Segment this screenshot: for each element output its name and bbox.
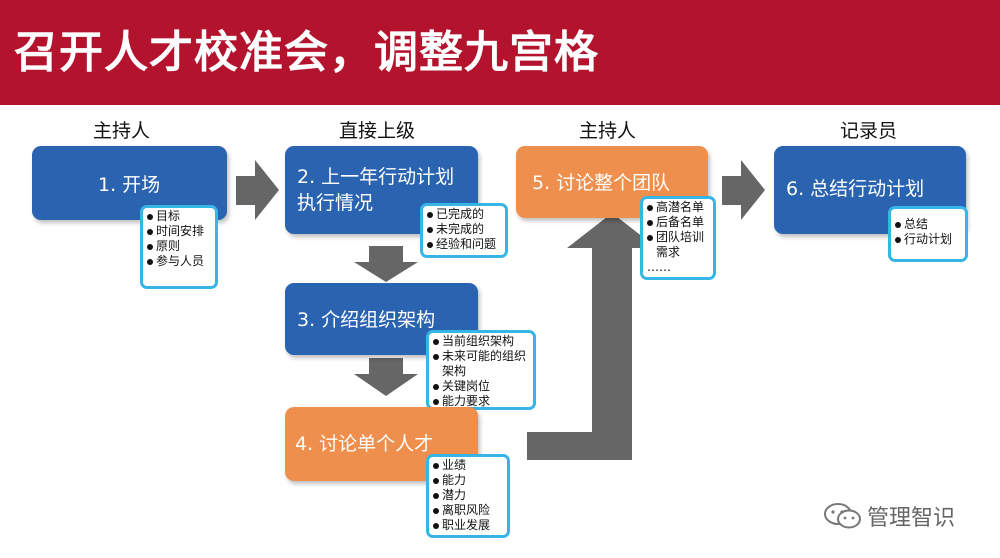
note-item: 团队培训需求: [647, 230, 709, 260]
step-2-notes: 已完成的 未完成的 经验和问题: [420, 203, 508, 258]
step-3-notes: 当前组织架构 未来可能的组织架构 关键岗位 能力要求: [426, 330, 536, 410]
note-item: 业绩: [433, 458, 503, 473]
note-item: 能力要求: [433, 394, 529, 409]
step-2-label: 2. 上一年行动计划执行情况: [297, 166, 455, 214]
note-item: 当前组织架构: [433, 334, 529, 349]
note-item: 未来可能的组织架构: [433, 349, 529, 379]
step-3-label: 3. 介绍组织架构: [297, 309, 436, 331]
arrow-5-to-6: [722, 160, 765, 220]
role-recorder: 记录员: [840, 120, 898, 142]
arrow-1-to-2: [236, 160, 279, 220]
note-item: 能力: [433, 473, 503, 488]
note-item: 已完成的: [427, 207, 501, 222]
watermark-text: 管理智识: [867, 506, 956, 531]
role-host-1: 主持人: [93, 120, 151, 142]
step-4-notes: 业绩 能力 潜力 离职风险 职业发展: [426, 454, 510, 538]
role-direct-superior: 直接上级: [339, 120, 416, 142]
note-item: 参与人员: [147, 254, 211, 269]
note-item: 离职风险: [433, 503, 503, 518]
arrow-2-to-3: [354, 246, 418, 282]
note-item: 关键岗位: [433, 379, 529, 394]
step-6-notes: 总结 行动计划: [888, 206, 968, 262]
wechat-icon: [824, 503, 861, 529]
step-5-label: 5. 讨论整个团队: [532, 172, 671, 194]
note-item: 高潜名单: [647, 200, 709, 215]
step-5-notes: 高潜名单 后备名单 团队培训需求 ……: [640, 196, 716, 280]
step-6-label: 6. 总结行动计划: [786, 178, 925, 200]
note-item: 目标: [147, 209, 211, 224]
note-item: 总结: [895, 217, 961, 232]
note-item: 潜力: [433, 488, 503, 503]
step-1-label: 1. 开场: [98, 174, 161, 196]
note-item: 经验和问题: [427, 237, 501, 252]
note-item: 时间安排: [147, 224, 211, 239]
note-item: 未完成的: [427, 222, 501, 237]
note-item: 后备名单: [647, 215, 709, 230]
role-host-2: 主持人: [579, 120, 637, 142]
note-item: 原则: [147, 239, 211, 254]
note-item: 职业发展: [433, 518, 503, 533]
title-bar: 召开人才校准会，调整九宫格: [0, 0, 1000, 105]
note-item: ……: [647, 260, 671, 274]
arrow-4-to-5: [527, 213, 657, 460]
note-item: 行动计划: [895, 232, 961, 247]
step-1-notes: 目标 时间安排 原则 参与人员: [140, 205, 218, 289]
arrow-3-to-4: [354, 358, 418, 396]
step-4-label: 4. 讨论单个人才: [295, 433, 434, 455]
page-title: 召开人才校准会，调整九宫格: [14, 27, 599, 78]
